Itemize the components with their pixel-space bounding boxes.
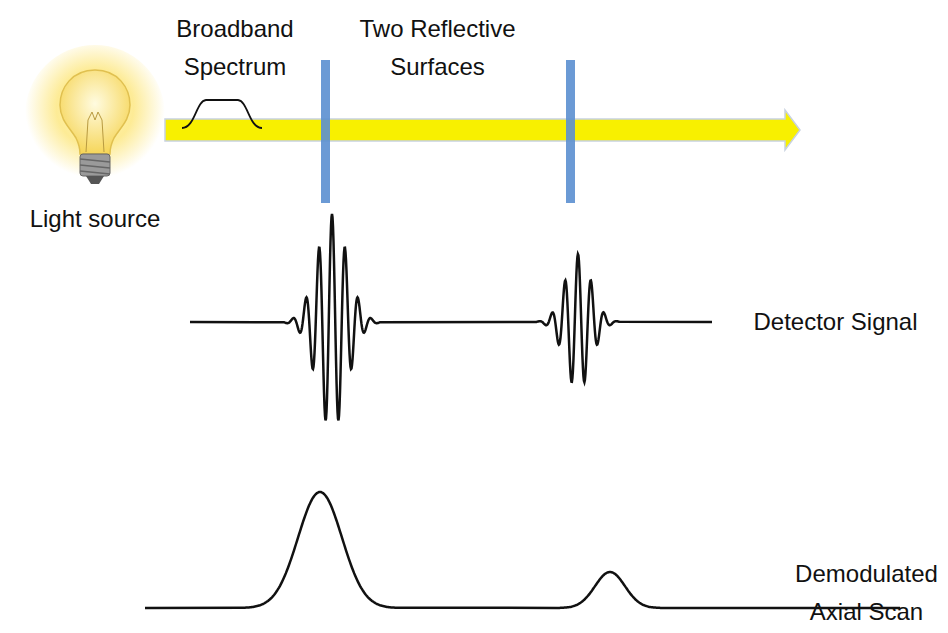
detector-signal-trace bbox=[190, 214, 712, 420]
surfaces-label: Two Reflective Surfaces bbox=[345, 10, 530, 86]
reflective-surface bbox=[321, 60, 330, 203]
detector-signal-label: Detector Signal bbox=[728, 303, 943, 341]
axial-scan-label: Demodulated Axial Scan bbox=[789, 555, 944, 631]
light-bulb bbox=[25, 45, 165, 185]
beam-arrow bbox=[165, 110, 800, 150]
axial-scan-trace bbox=[145, 492, 900, 608]
light-source-label: Light source bbox=[6, 200, 184, 238]
reflective-surface bbox=[566, 60, 575, 203]
spectrum-curve bbox=[182, 100, 262, 128]
spectrum-label: Broadband Spectrum bbox=[160, 10, 310, 86]
